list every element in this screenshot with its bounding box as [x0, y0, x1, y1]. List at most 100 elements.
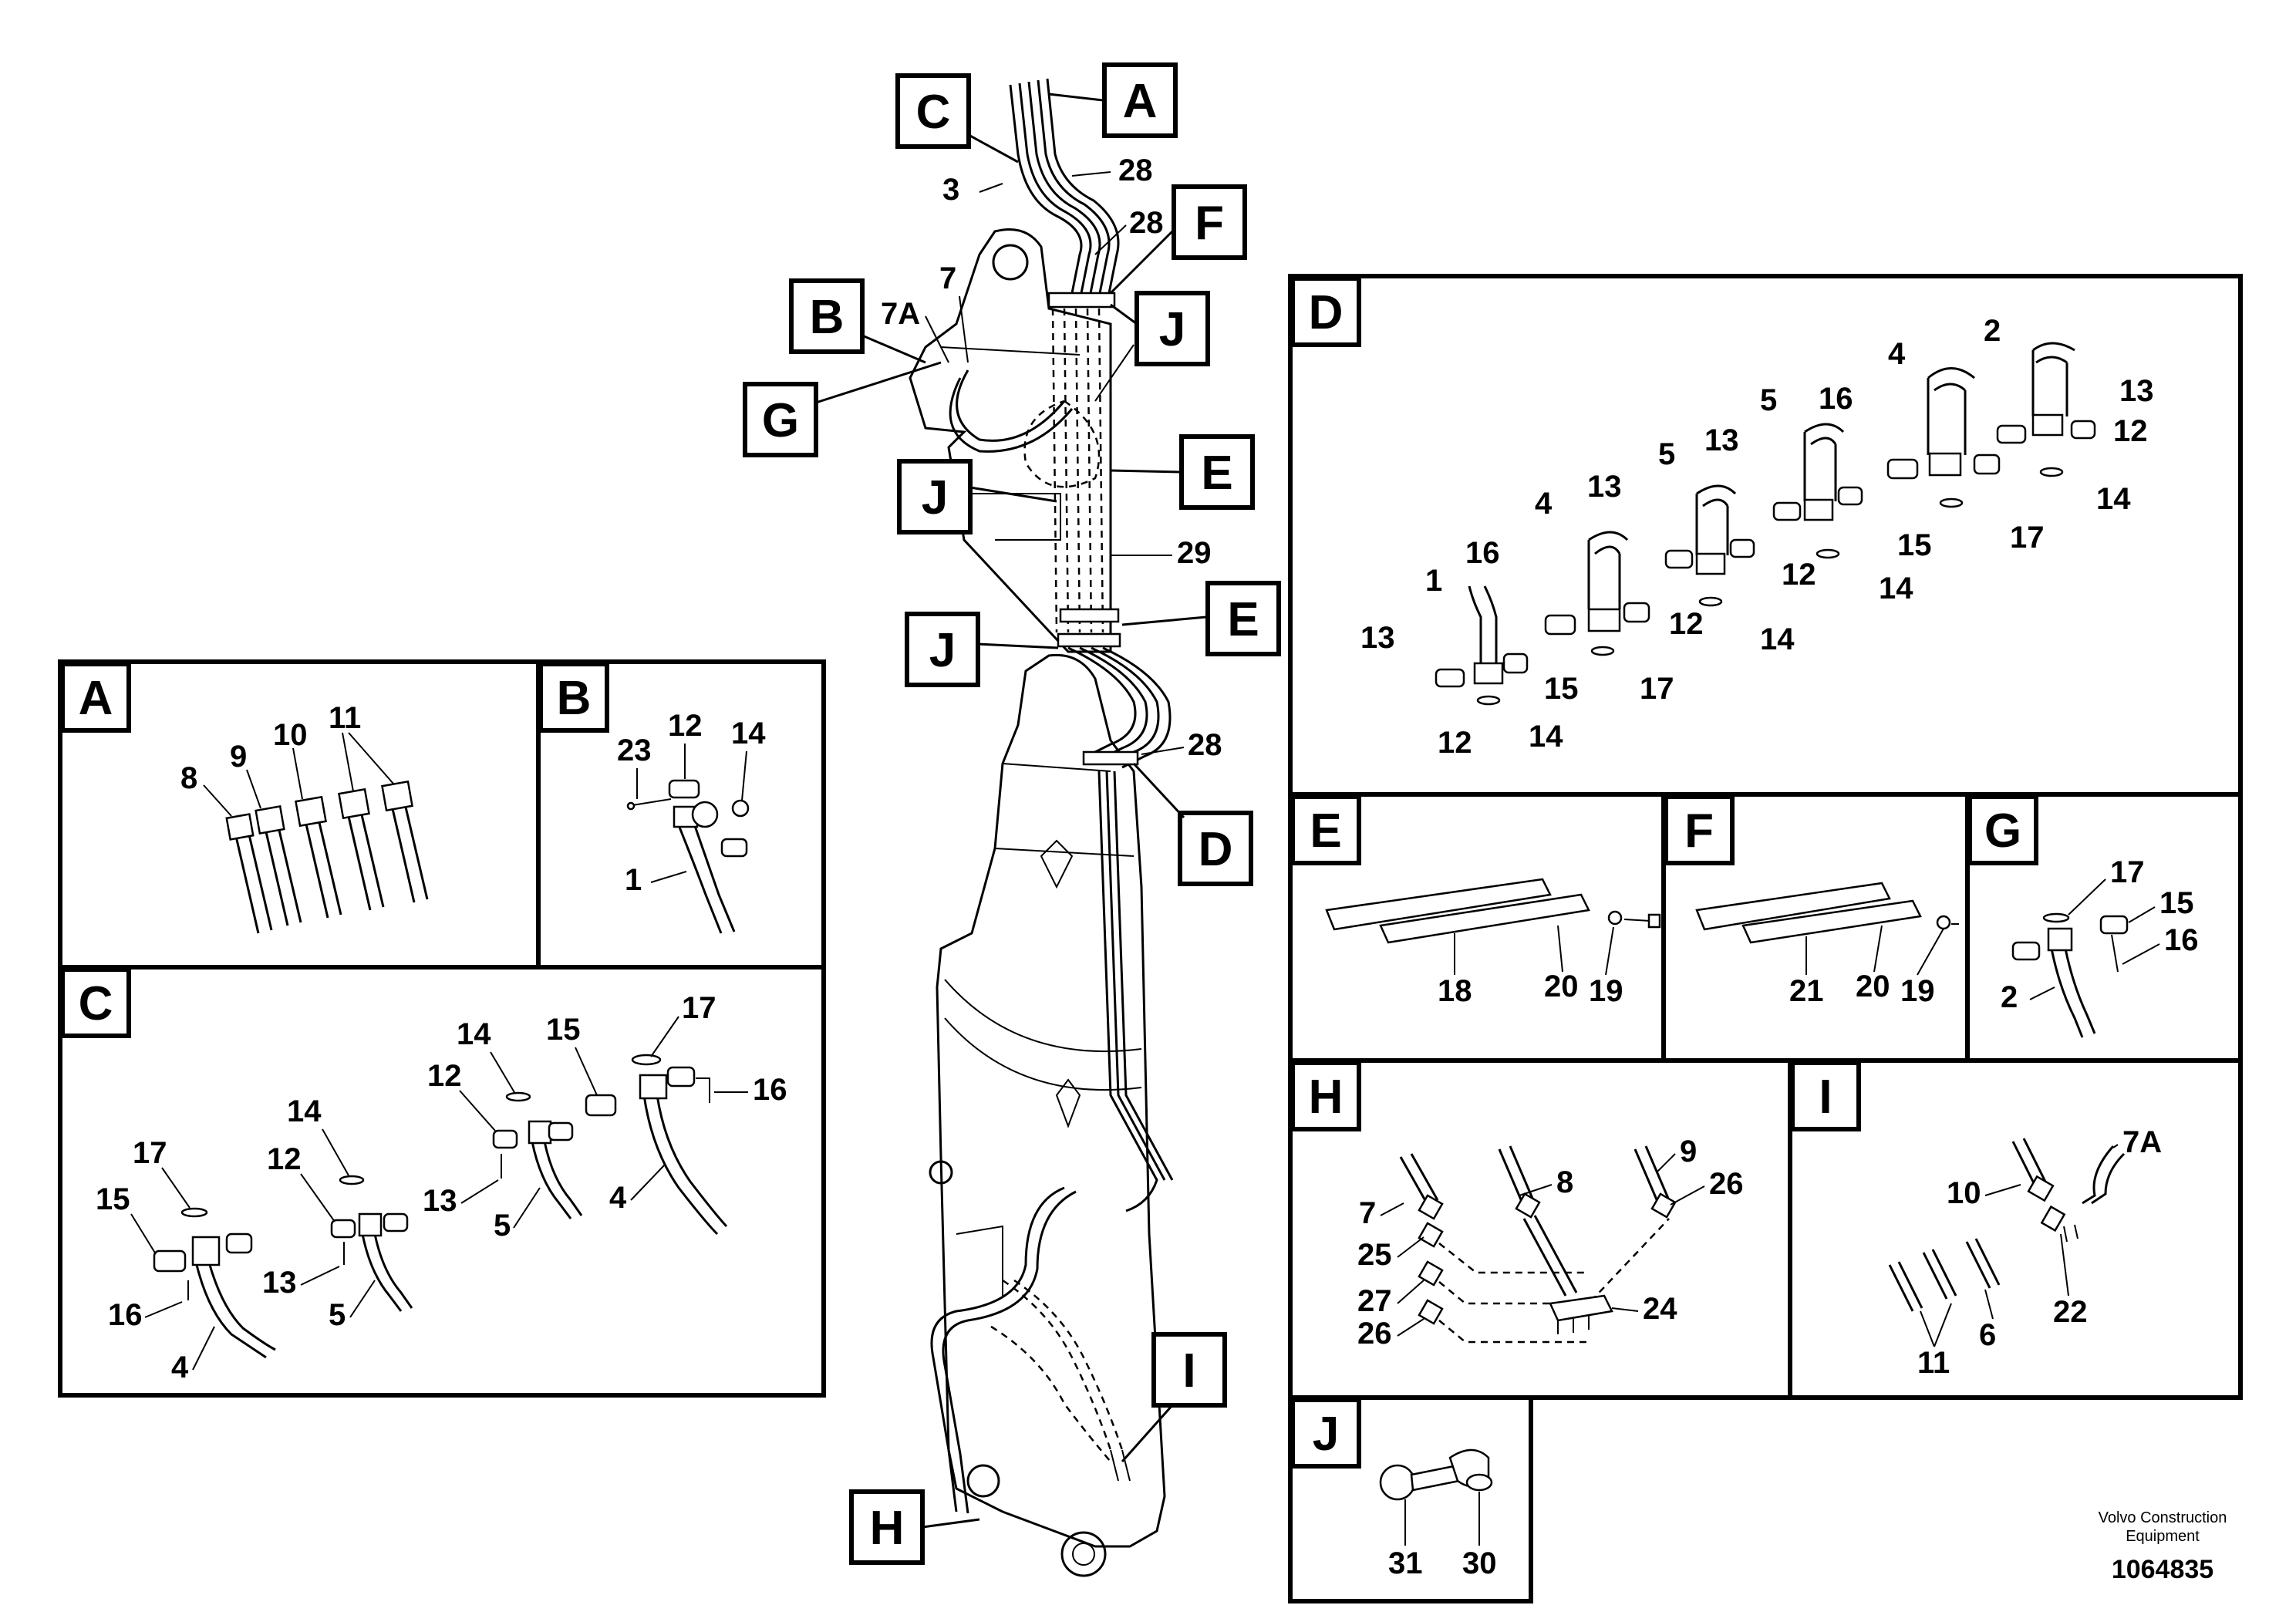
drawing-number: 1064835: [2112, 1555, 2213, 1584]
part-number-label: 12: [1782, 558, 1816, 592]
part-number-label: 12: [1438, 726, 1472, 760]
part-number-label: 18: [1438, 974, 1472, 1008]
part-number-label: 21: [1789, 974, 1824, 1008]
part-number-label: 2: [1984, 314, 2001, 348]
part-label: 3: [942, 173, 959, 207]
part-number-label: B: [810, 291, 845, 344]
part-number-label: 13: [262, 1266, 297, 1300]
part-label: 28: [1188, 728, 1222, 762]
part-number-label: 5: [494, 1209, 511, 1243]
part-number-label: 13: [1360, 621, 1395, 655]
detail-panel-J: J 31 30: [1288, 1395, 1533, 1603]
part-number-label: I: [1819, 1071, 1832, 1124]
detail-panel-F: F 21 20 19: [1661, 792, 1970, 1063]
part-number-label: 4: [171, 1351, 189, 1384]
part-number-label: 4: [609, 1181, 627, 1215]
part-number-label: 14: [1529, 720, 1563, 754]
part-number-label: 26: [1357, 1317, 1392, 1351]
company-line-1: Volvo Construction: [2099, 1509, 2227, 1526]
part-number-label: E: [1310, 804, 1341, 858]
part-number-label: 7A: [2122, 1125, 2162, 1159]
part-number-label: 20: [1544, 969, 1579, 1003]
part-number-label: 12: [267, 1142, 302, 1176]
part-number-label: 15: [2159, 886, 2194, 920]
callout-G: G: [743, 361, 942, 457]
part-number-label: 14: [287, 1094, 322, 1128]
part-number-label: 15: [96, 1182, 130, 1216]
part-number-label: 9: [230, 740, 247, 774]
part-number-label: 14: [1760, 622, 1795, 656]
part-number-label: 8: [1556, 1165, 1573, 1199]
part-number-label: E: [1201, 447, 1232, 500]
part-number-label: 13: [2119, 374, 2154, 408]
detail-panel-B: B 23 12 14 1: [536, 659, 826, 969]
part-number-label: A: [1123, 75, 1158, 128]
part-number-label: 17: [133, 1136, 167, 1170]
callout-E-lower: E: [1121, 581, 1281, 656]
part-number-label: 20: [1856, 969, 1890, 1003]
part-number-label: 17: [1640, 672, 1674, 706]
callout-J-mid: J: [897, 459, 1057, 534]
part-number-label: 13: [1704, 423, 1739, 457]
part-number-label: A: [79, 672, 113, 725]
part-number-label: J: [922, 471, 948, 524]
part-number-label: 17: [682, 991, 716, 1025]
part-number-label: 25: [1357, 1238, 1392, 1272]
part-number-label: 13: [1587, 470, 1622, 504]
part-number-label: 16: [753, 1073, 787, 1107]
part-number-label: C: [79, 977, 113, 1030]
part-number-label: 23: [617, 733, 652, 767]
part-number-label: 17: [2110, 855, 2145, 889]
part-number-label: J: [1159, 303, 1185, 356]
part-number-label: 12: [668, 709, 703, 743]
part-number-label: 5: [329, 1298, 346, 1332]
part-number-label: I: [1182, 1344, 1195, 1398]
part-number-label: H: [1309, 1071, 1344, 1124]
callout-A: A: [1048, 62, 1178, 138]
boom-assembly-drawing: [909, 78, 1174, 1577]
callout-E-upper: E: [1110, 434, 1255, 510]
detail-panel-D: D 1 13 12 14 16 15: [1288, 274, 2243, 797]
part-number-label: B: [557, 672, 592, 725]
detail-panel-H: H 7 8 9 26 25 27 26 24: [1288, 1058, 1792, 1400]
part-number-label: 12: [2113, 414, 2148, 448]
part-number-label: 26: [1709, 1167, 1744, 1201]
callout-H: H: [849, 1489, 980, 1565]
part-number-label: 11: [329, 701, 361, 735]
part-number-label: 6: [1979, 1318, 1996, 1352]
detail-panel-A: A 8 9 10 11: [58, 659, 541, 969]
part-number-label: 16: [1819, 382, 1853, 416]
part-number-label: 15: [1544, 672, 1579, 706]
part-number-label: 4: [1888, 337, 1906, 371]
detail-panel-E: E 18 20 19: [1288, 792, 1666, 1063]
part-number-label: 14: [731, 717, 766, 750]
part-number-label: 16: [1465, 536, 1500, 570]
callout-J-top: J: [1110, 291, 1210, 366]
detail-panel-I: I 7A 10 22 6 11: [1788, 1058, 2243, 1400]
part-label: 7: [939, 261, 956, 295]
callout-D: D: [1132, 762, 1253, 886]
part-number-label: 16: [108, 1298, 143, 1332]
part-label: 29: [1177, 536, 1212, 570]
drawing-footer: Volvo Construction Equipment 1064835: [2099, 1509, 2227, 1584]
part-number-label: 16: [2164, 923, 2199, 957]
part-number-label: 5: [1760, 383, 1777, 417]
company-line-2: Equipment: [2126, 1528, 2200, 1545]
part-number-label: F: [1195, 197, 1224, 250]
part-number-label: D: [1199, 823, 1233, 876]
part-number-label: 19: [1900, 974, 1935, 1008]
part-number-label: 10: [1947, 1176, 1981, 1210]
part-number-label: H: [870, 1502, 905, 1555]
part-number-label: 13: [423, 1184, 457, 1218]
part-number-label: 31: [1388, 1546, 1423, 1580]
part-number-label: 7: [1359, 1196, 1376, 1230]
part-number-label: 5: [1658, 437, 1675, 471]
part-number-label: 30: [1462, 1546, 1497, 1580]
part-number-label: 15: [546, 1013, 581, 1047]
part-number-label: G: [762, 394, 799, 447]
part-number-label: 15: [1897, 528, 1932, 562]
callout-B: B: [789, 278, 926, 364]
callout-F: F: [1109, 184, 1247, 295]
detail-panel-G: G 17 15 16 2: [1965, 792, 2243, 1063]
